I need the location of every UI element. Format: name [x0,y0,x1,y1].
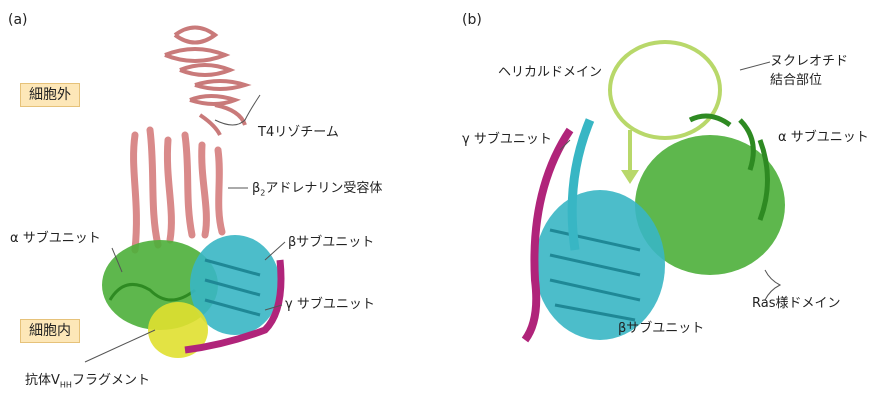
gamma-subunit-label: γ サブユニット [285,298,375,311]
nucleotide-arrowhead [621,170,639,184]
beta-subunit-label: βサブユニット [288,236,374,249]
antibody-label: 抗体VHHフラグメント [25,374,150,390]
alpha-subunit-label-b: α サブユニット [778,131,869,144]
panel-a: (a) [0,0,440,394]
nucleotide-site-label-line2: 結合部位 [770,74,822,87]
beta2-label-rest: アドレナリン受容体 [265,181,382,196]
receptor-structure [134,130,222,250]
beta-subunit-label-b: βサブユニット [618,322,704,335]
t4-lysozyme-label: T4リゾチーム [258,126,339,139]
panel-b: (b) ヘリカルドメイン ヌクレオチド 結合部位 γ サブユニット α サブユニ… [440,0,879,394]
t4-lysozyme-structure [165,28,245,136]
extracellular-label: 細胞外 [20,83,80,107]
nucleotide-loop [610,42,720,138]
ras-domain-label: Ras様ドメイン [752,297,841,310]
antibody-label-rest: フラグメント [72,373,150,388]
antibody-label-main: 抗体V [25,373,60,388]
nucleotide-site-label-line1: ヌクレオチド [770,55,848,68]
intracellular-label: 細胞内 [20,319,80,343]
alpha-subunit-label: α サブユニット [10,232,101,245]
helical-domain-label: ヘリカルドメイン [498,66,602,79]
antibody-subscript: HH [60,381,72,390]
beta2-receptor-label: β2アドレナリン受容体 [252,182,382,198]
beta-subunit-structure-b [535,190,665,340]
gamma-subunit-label-b: γ サブユニット [462,133,552,146]
